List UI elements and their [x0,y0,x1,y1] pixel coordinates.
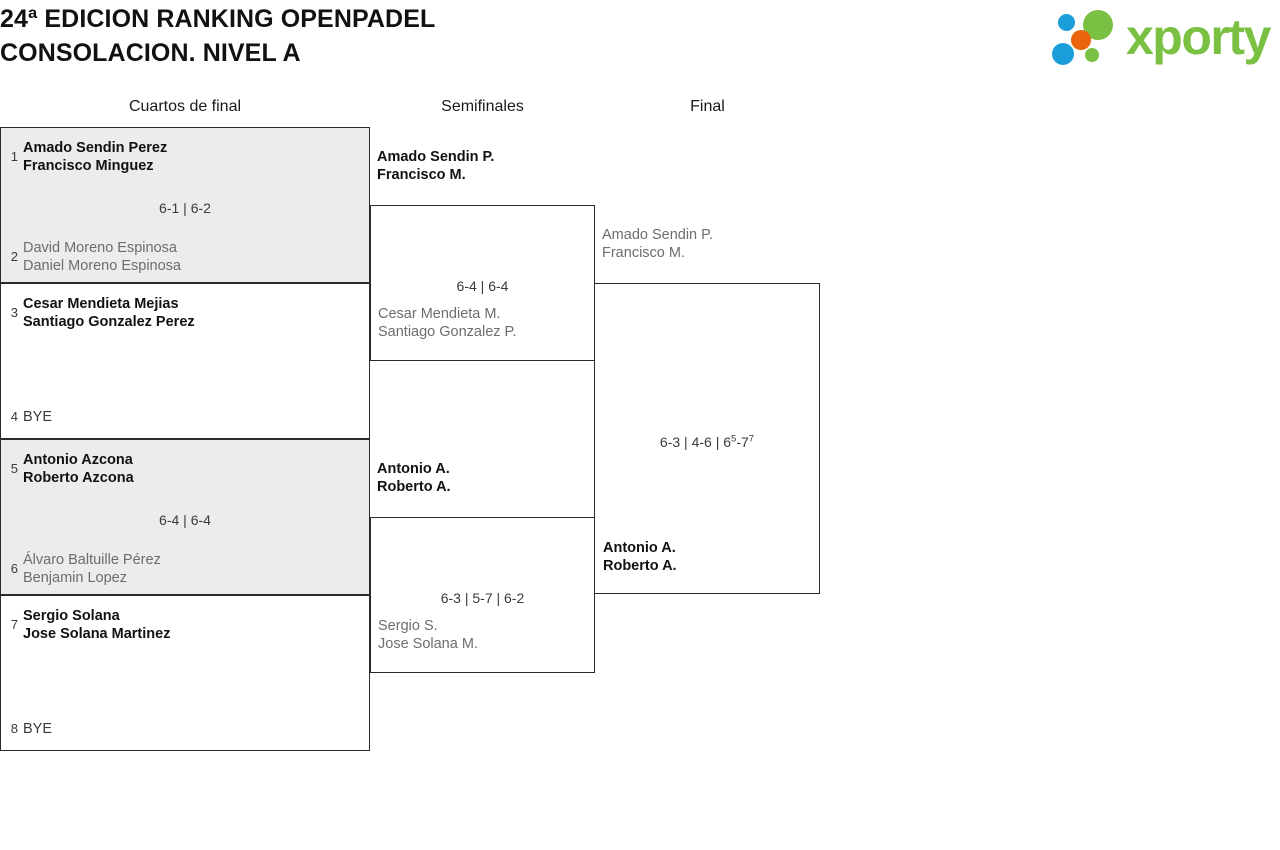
match-box-sf-2[interactable]: 6-3 | 5-7 | 6-2 Sergio S. Jose Solana M. [370,517,595,673]
team-names: BYE [23,409,53,425]
seed-number: 3 [10,305,18,320]
team-names: Sergio Solana Jose Solana Martinez [23,608,171,642]
seed-number: 5 [10,461,18,476]
seed-number: 1 [10,149,18,164]
team-slot-seed-7[interactable]: 7 Sergio Solana Jose Solana Martinez [1,607,171,643]
match-box-qf-2[interactable]: 3 Cesar Mendieta Mejias Santiago Gonzale… [0,283,370,439]
match-score: 6-4 | 6-4 [456,278,509,294]
match-box-qf-4[interactable]: 7 Sergio Solana Jose Solana Martinez 8 B… [0,595,370,751]
page-title: 24ª EDICION RANKING OPENPADEL CONSOLACIO… [0,2,700,70]
team-slot-seed-5[interactable]: 5 Antonio Azcona Roberto Azcona [1,451,134,487]
logo-wordmark: xporty [1126,9,1271,65]
seed-number: 7 [10,617,18,632]
final-score-tiebreak-b: 7 [748,433,755,445]
sf-1-bottom-team[interactable]: Cesar Mendieta M. Santiago Gonzalez P. [378,306,517,340]
team-names: Antonio Azcona Roberto Azcona [23,452,134,486]
match-score: 6-3 | 5-7 | 6-2 [440,590,525,606]
team-slot-seed-1[interactable]: 1 Amado Sendin Perez Francisco Minguez [1,139,167,175]
round-header-final: Final [690,98,725,115]
match-box-final[interactable]: 6-3 | 4-6 | 65-77 Antonio A. Roberto A. [594,283,820,594]
logo-dot-orange [1071,30,1091,50]
team-slot-seed-8: 8 BYE [1,720,52,738]
round-header-semifinals: Semifinales [441,98,524,115]
final-score-tiebreak-a: 5 [731,433,737,445]
match-box-qf-1[interactable]: 1 Amado Sendin Perez Francisco Minguez 6… [0,127,370,283]
team-slot-seed-2[interactable]: 2 David Moreno Espinosa Daniel Moreno Es… [1,240,181,274]
page-title-line-1: 24ª EDICION RANKING OPENPADEL [0,5,436,33]
team-names: Álvaro Baltuille Pérez Benjamin Lopez [23,552,161,586]
team-slot-seed-6[interactable]: 6 Álvaro Baltuille Pérez Benjamin Lopez [1,552,161,586]
seed-number: 4 [10,409,18,424]
team-slot-seed-3[interactable]: 3 Cesar Mendieta Mejias Santiago Gonzale… [1,295,195,331]
team-names: Cesar Mendieta Mejias Santiago Gonzalez … [23,296,195,330]
logo-dots-icon [1050,10,1122,66]
match-score: 6-4 | 6-4 [159,512,211,528]
team-names: BYE [23,721,53,737]
match-score: 6-1 | 6-2 [159,200,211,216]
final-bottom-team[interactable]: Antonio A. Roberto A. [603,540,677,574]
seed-number: 2 [10,249,18,264]
final-score-sets: 6-3 | 4-6 | 6 [659,434,732,450]
match-box-qf-3[interactable]: 5 Antonio Azcona Roberto Azcona 6-4 | 6-… [0,439,370,595]
logo-dot-blue-small [1058,14,1075,31]
team-names: Amado Sendin Perez Francisco Minguez [23,140,168,174]
sf-1-top-team[interactable]: Amado Sendin P. Francisco M. [377,149,495,183]
sf-2-top-team[interactable]: Antonio A. Roberto A. [377,461,451,495]
match-box-sf-1[interactable]: 6-4 | 6-4 Cesar Mendieta M. Santiago Gon… [370,205,595,361]
seed-number: 8 [10,721,18,736]
final-score-sep: -7 [736,434,749,450]
team-slot-seed-4: 4 BYE [1,408,52,426]
page-title-line-2: CONSOLACION. NIVEL A [0,39,301,67]
logo-dot-green-small [1085,48,1099,62]
logo-dot-blue-large [1052,43,1074,65]
final-top-team[interactable]: Amado Sendin P. Francisco M. [602,227,713,261]
round-header-quarterfinals: Cuartos de final [128,98,242,115]
sf-2-bottom-team[interactable]: Sergio S. Jose Solana M. [378,618,478,652]
seed-number: 6 [10,561,18,576]
team-names: David Moreno Espinosa Daniel Moreno Espi… [23,240,181,274]
final-score: 6-3 | 4-6 | 65-77 [595,433,819,451]
xporty-logo: xporty [1050,6,1276,68]
